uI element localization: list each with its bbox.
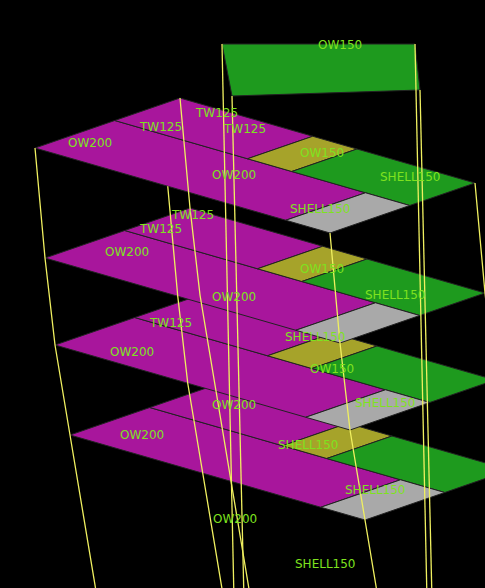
slab-label: OW200 [120, 428, 164, 442]
slab-label: OW150 [300, 262, 344, 276]
slab-label: TW125 [140, 120, 182, 134]
slab-label: TW125 [224, 122, 266, 136]
slab-label: OW200 [212, 290, 256, 304]
column-line [420, 90, 432, 588]
slab-panel [286, 193, 410, 233]
column-line [475, 183, 485, 588]
slab-label: OW200 [213, 512, 257, 526]
slab-label: TW125 [172, 208, 214, 222]
slab-label: TW125 [150, 316, 192, 330]
column-line [330, 233, 378, 588]
slab-label: SHELL150 [355, 396, 416, 410]
slab-label: SHELL150 [365, 288, 426, 302]
slab-label: OW200 [212, 168, 256, 182]
slab-label: OW200 [105, 245, 149, 259]
slab-panel [321, 480, 445, 520]
slab-label: SHELL150 [295, 557, 356, 571]
column-line [168, 186, 224, 588]
slab-label: SHELL150 [290, 202, 351, 216]
slab-label: OW150 [318, 38, 362, 52]
slab-label: TW125 [140, 222, 182, 236]
slab-label: OW200 [212, 398, 256, 412]
slab-label: TW125 [196, 106, 238, 120]
slab-panel [306, 390, 430, 430]
slab-label: OW200 [68, 136, 112, 150]
slab-label: SHELL150 [380, 170, 441, 184]
slab-label: OW150 [310, 362, 354, 376]
slab-label: SHELL150 [345, 483, 406, 497]
slab-label: SHELL150 [278, 438, 339, 452]
column-line [35, 148, 98, 588]
slab-label: OW200 [110, 345, 154, 359]
slab-label: OW150 [300, 146, 344, 160]
slab-label: SHELL150 [285, 330, 346, 344]
